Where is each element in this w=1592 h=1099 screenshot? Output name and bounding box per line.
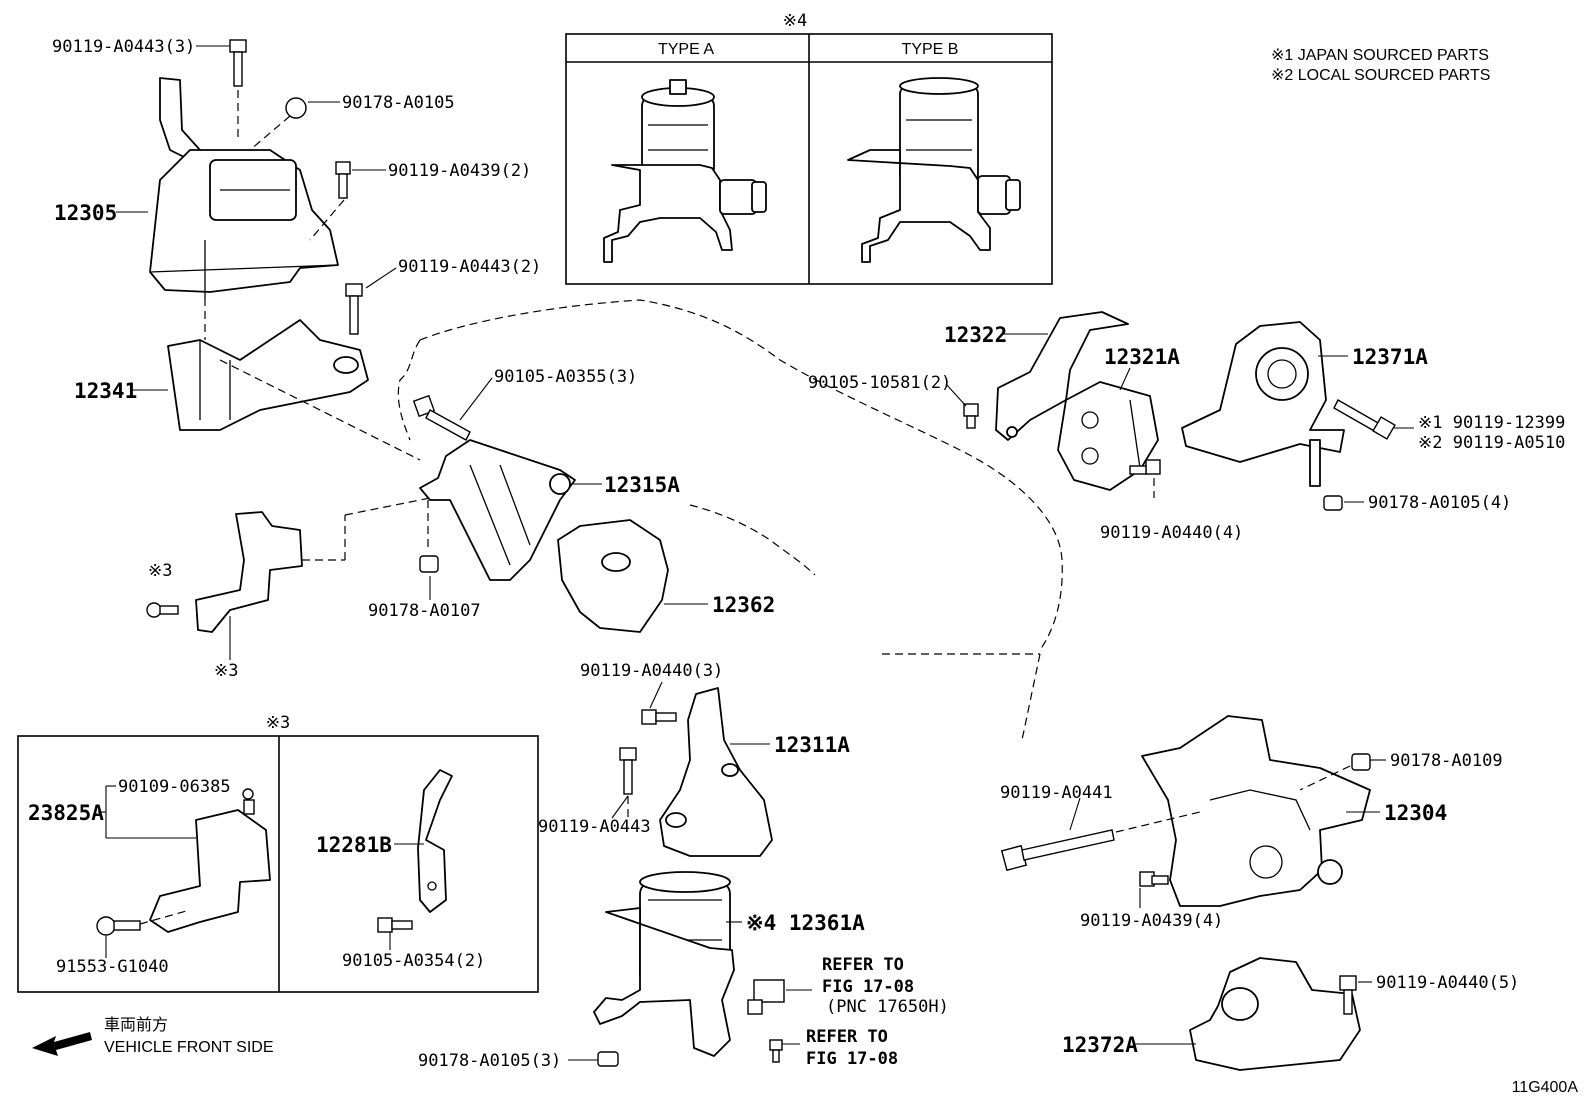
bolt-90119-A0443-2 (345, 283, 363, 335)
front-side-japanese: 車両前方 (104, 1016, 168, 1034)
nut-90178-A0107 (419, 555, 439, 573)
label-90105-10581-2: 90105-10581(2) (808, 373, 951, 393)
cover-12362 (557, 519, 669, 633)
nut-90178-A0105-4 (1323, 495, 1343, 511)
label-12322: 12322 (944, 323, 1007, 347)
bracket-mark3 (195, 511, 303, 633)
bolt-90119-A0440-3 (641, 709, 677, 725)
front-side-english: VEHICLE FRONT SIDE (104, 1039, 274, 1056)
diagram-code: 11G400A (1512, 1079, 1579, 1096)
label-90119-A0443-3: 90119-A0443(3) (52, 37, 195, 57)
label-90178-A0105-4: 90178-A0105(4) (1368, 493, 1511, 513)
label-fig-17-08-1: FIG 17-08 (822, 977, 914, 997)
mount-12372A (1189, 957, 1361, 1071)
label-90119-A0443: 90119-A0443 (538, 817, 651, 837)
bracket-12281B (417, 769, 453, 913)
label-90109-06385: 90109-06385 (118, 777, 231, 797)
label-pnc-17650H: (PNC 17650H) (826, 997, 949, 1017)
bolt-refer-fig-17-08 (769, 1039, 783, 1063)
front-arrow-icon (32, 1032, 92, 1056)
label-90119-A0439-2: 90119-A0439(2) (388, 161, 531, 181)
type-b-mount-drawing (847, 77, 1021, 263)
label-mark2-90119-A0510: ※2 90119-A0510 (1418, 433, 1565, 453)
label-refer-to-2: REFER TO (806, 1027, 888, 1047)
type-box-marker: ※4 (783, 11, 807, 31)
bolt-90105-A0355-3 (412, 394, 471, 441)
label-mark3-a: ※3 (148, 561, 172, 581)
sensor-refer-fig-17-08 (747, 979, 785, 1015)
label-23825A: 23825A (28, 801, 104, 825)
inset-box-marker: ※3 (266, 713, 290, 733)
type-a-mount-drawing (603, 79, 767, 263)
bolt-90119-A0440-4 (1129, 459, 1161, 475)
label-90105-A0354-2: 90105-A0354(2) (342, 951, 485, 971)
bolt-mark3 (146, 602, 179, 618)
label-12321A: 12321A (1104, 345, 1180, 369)
label-12362: 12362 (712, 593, 775, 617)
bracket-23825A (149, 809, 271, 933)
label-refer-to-1: REFER TO (822, 955, 904, 975)
part-labels: 90119-A0443(3) 90178-A0105 90119-A0439(2… (28, 37, 1565, 1071)
legend-note-1: ※1 JAPAN SOURCED PARTS (1271, 47, 1489, 64)
bolt-90119-A0440-5 (1339, 975, 1357, 1015)
nut-90178-A0105-3 (597, 1051, 619, 1067)
type-comparison-box: ※4 TYPE A TYPE B (565, 11, 1053, 285)
legend-note-2: ※2 LOCAL SOURCED PARTS (1271, 67, 1490, 84)
label-90119-A0440-3: 90119-A0440(3) (580, 661, 723, 681)
inset-box: ※3 (17, 713, 539, 993)
bolt-90119-12399 (1333, 399, 1396, 440)
bolt-90105-10581-2 (963, 403, 979, 429)
label-12281B: 12281B (316, 833, 392, 857)
bolt-90105-A0354-2 (377, 917, 413, 933)
label-90119-A0440-5: 90119-A0440(5) (1376, 973, 1519, 993)
bolt-91553-G1040 (96, 916, 141, 936)
inset-box-frame (17, 735, 539, 993)
label-90119-A0439-4: 90119-A0439(4) (1080, 911, 1223, 931)
mount-12361A (593, 871, 735, 1057)
label-mark3-b: ※3 (214, 661, 238, 681)
bolt-90119-A0443-3 (229, 39, 247, 87)
bracket-12311A (659, 687, 773, 857)
type-b-label: TYPE B (902, 41, 959, 58)
mount-12371A (1181, 321, 1345, 487)
label-90178-A0105-3: 90178-A0105(3) (418, 1051, 561, 1071)
mount-12304 (1141, 715, 1371, 907)
label-12304: 12304 (1384, 801, 1447, 825)
label-90119-A0441: 90119-A0441 (1000, 783, 1113, 803)
type-a-label: TYPE A (658, 41, 714, 58)
bracket-12322 (995, 311, 1129, 441)
label-90178-A0105: 90178-A0105 (342, 93, 455, 113)
label-91553-G1040: 91553-G1040 (56, 957, 169, 977)
clip-90109-06385 (242, 788, 255, 815)
label-12311A: 12311A (774, 733, 850, 757)
label-12341: 12341 (74, 379, 137, 403)
label-12371A: 12371A (1352, 345, 1428, 369)
label-mark4-12361A: ※4 12361A (746, 911, 865, 935)
bolt-90119-A0439-4 (1139, 871, 1169, 887)
label-90178-A0109: 90178-A0109 (1390, 751, 1503, 771)
nut-90178-A0105 (285, 97, 307, 119)
label-90119-A0440-4: 90119-A0440(4) (1100, 523, 1243, 543)
vehicle-front-indicator: 車両前方 VEHICLE FRONT SIDE (32, 1016, 274, 1056)
engine-outline (397, 299, 1063, 651)
label-12315A: 12315A (604, 473, 680, 497)
label-12372A: 12372A (1062, 1033, 1138, 1057)
label-mark1-90119-12399: ※1 90119-12399 (1418, 413, 1565, 433)
bolt-90119-A0439-2 (335, 161, 351, 199)
bolt-90119-A0441 (1000, 829, 1115, 872)
bracket-12341 (167, 319, 369, 431)
nut-90178-A0109 (1351, 753, 1371, 771)
label-90178-A0107: 90178-A0107 (368, 601, 481, 621)
label-12305: 12305 (54, 201, 117, 225)
label-90119-A0443-2: 90119-A0443(2) (398, 257, 541, 277)
bracket-12315A (419, 439, 576, 581)
leader-lines (98, 45, 1414, 1061)
label-90105-A0355-3: 90105-A0355(3) (494, 367, 637, 387)
mount-12305 (149, 77, 339, 298)
bolt-90119-A0443 (619, 747, 637, 795)
label-fig-17-08-2: FIG 17-08 (806, 1049, 898, 1069)
